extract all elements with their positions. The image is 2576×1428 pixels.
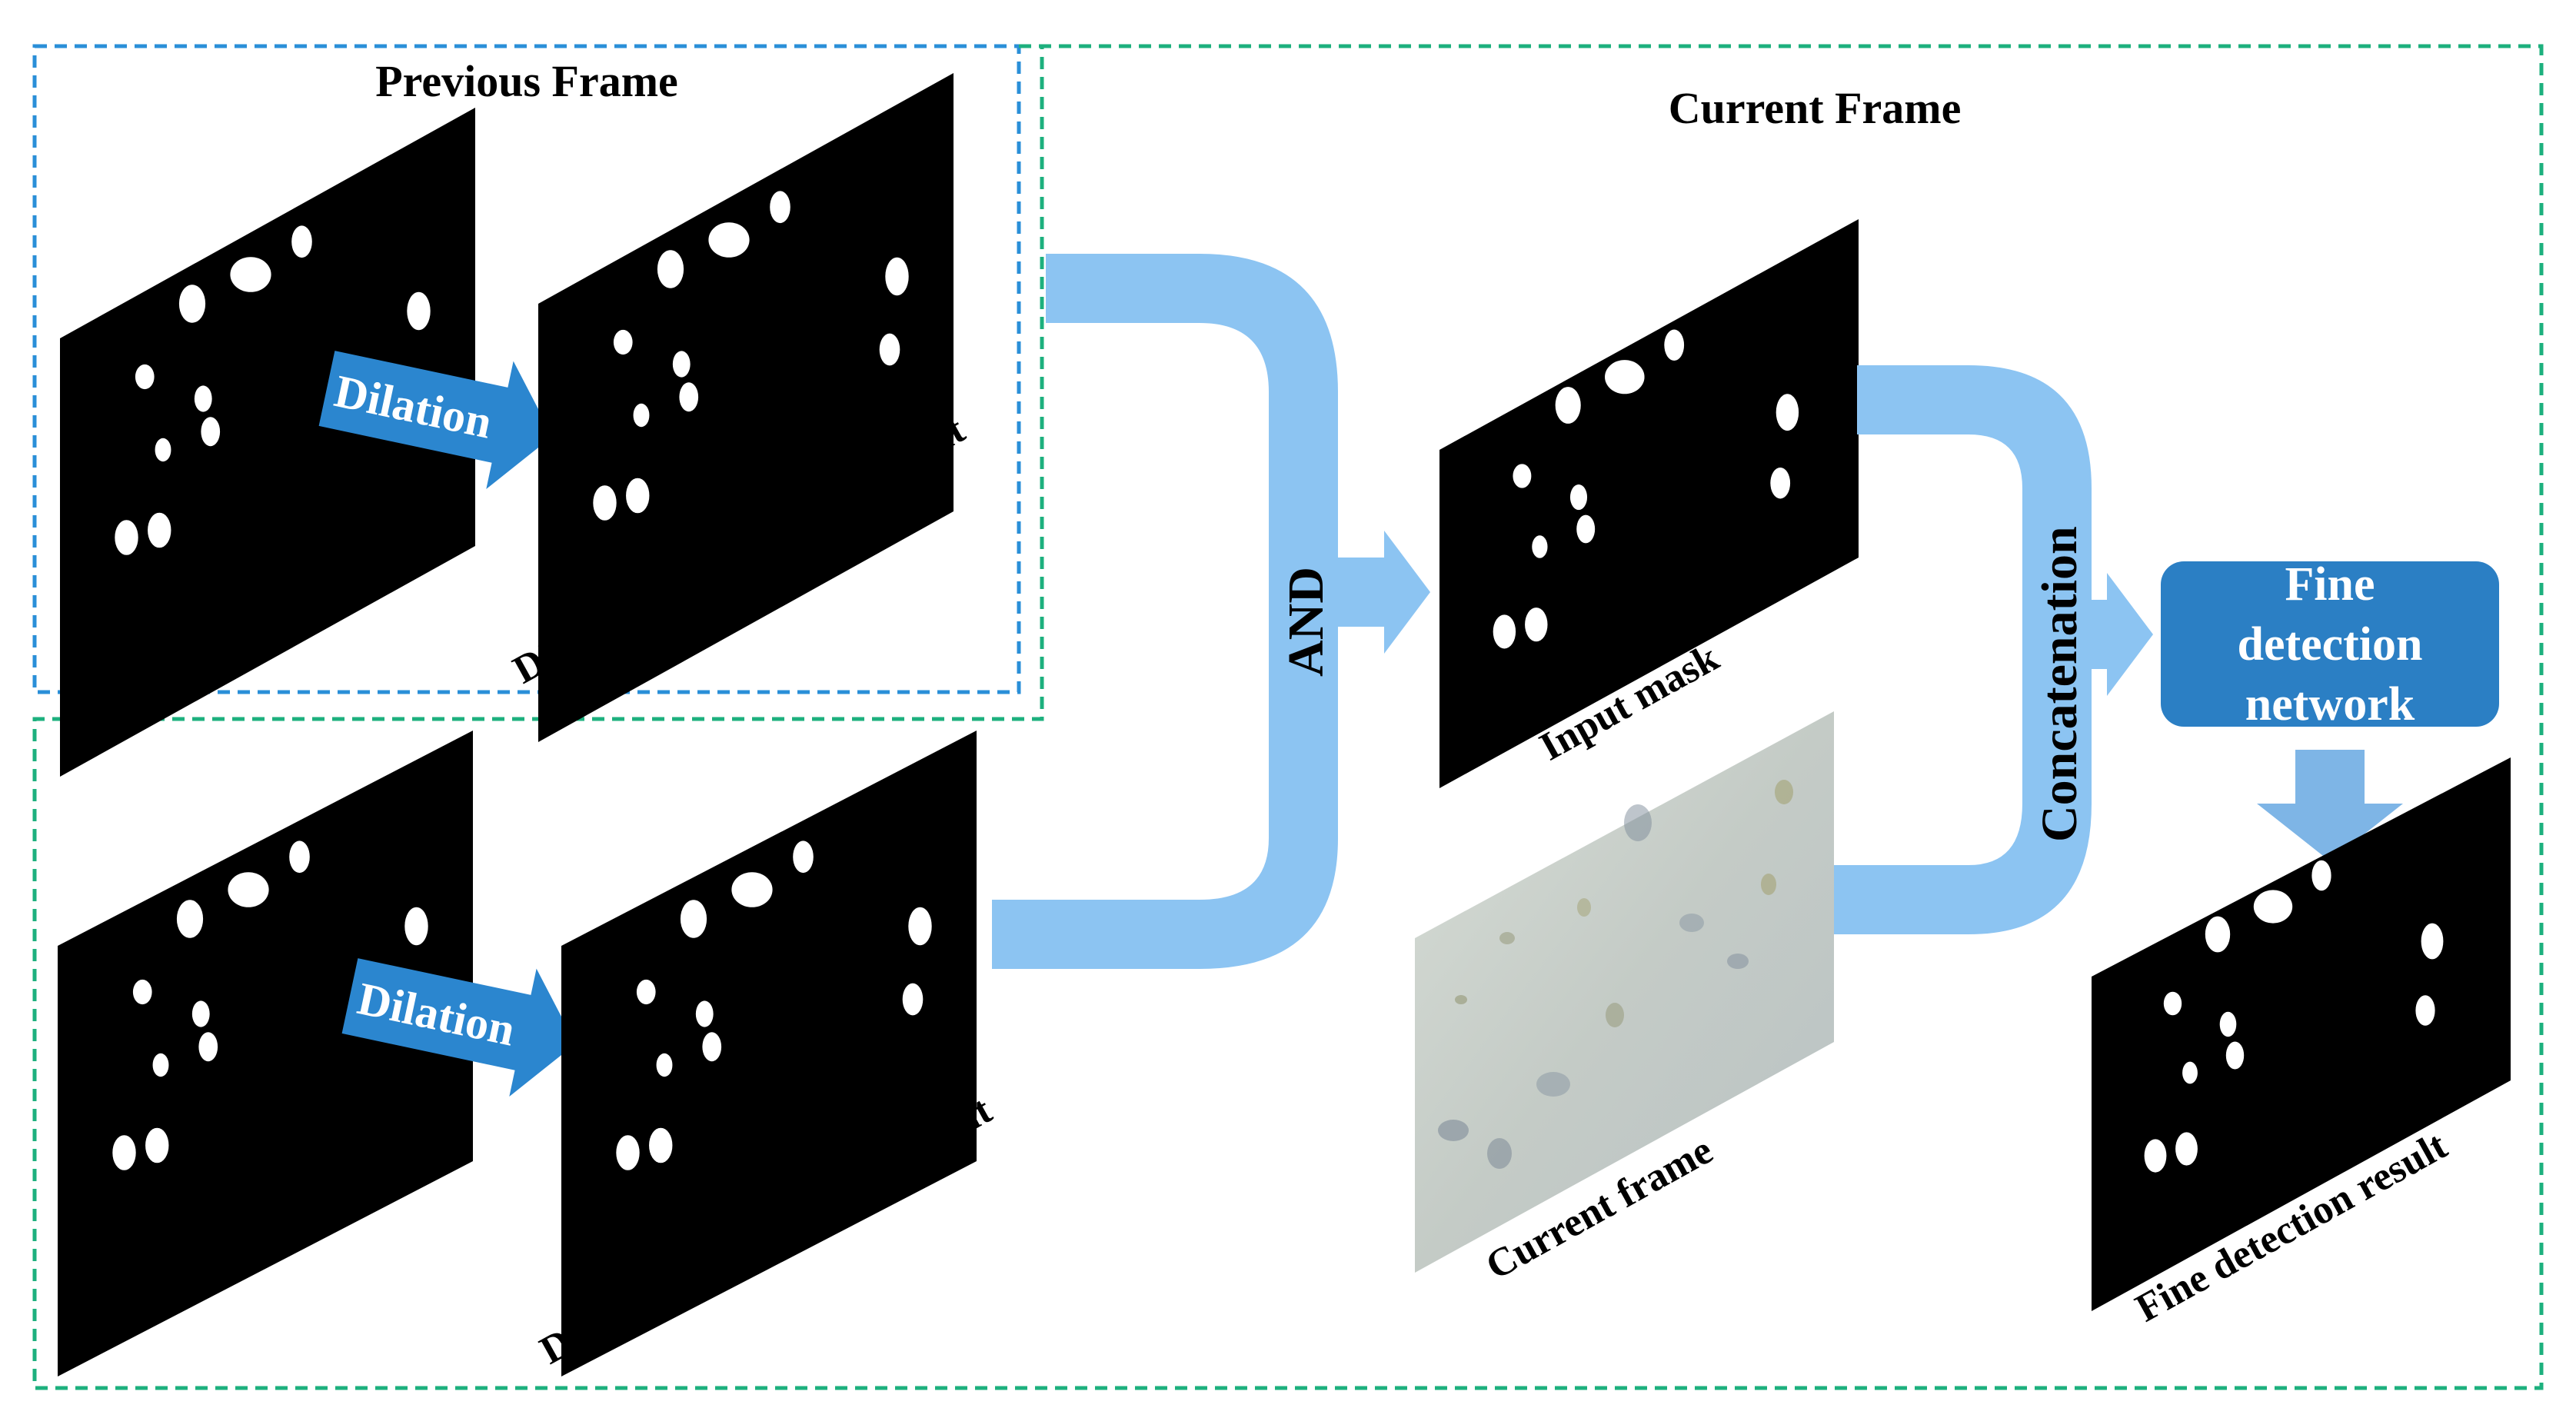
previous-frame-box xyxy=(32,44,1021,694)
concatenation-arrow xyxy=(1834,365,2092,934)
current-frame-title: Current Frame xyxy=(1669,83,1962,133)
previous-rough-mask xyxy=(60,108,475,777)
fine-detection-network-box xyxy=(2161,561,2499,727)
input-mask xyxy=(1439,219,1859,788)
network-label-line-3: network xyxy=(2245,678,2415,731)
network-output-arrow xyxy=(2257,750,2403,861)
and-output-arrow xyxy=(1338,531,1430,654)
previous-frame-title: Previous Frame xyxy=(375,56,678,106)
current-rough-mask xyxy=(58,731,473,1376)
network-label-line-2: detection xyxy=(2237,618,2422,671)
fine-detection-mask xyxy=(2092,757,2511,1311)
current-dilated-mask xyxy=(561,731,977,1376)
network-label-line-1: Fine xyxy=(2285,558,2375,611)
previous-dilated-mask xyxy=(538,73,954,742)
concatenation-label: Concatenation xyxy=(2032,526,2088,842)
current-frame-micrograph xyxy=(1415,711,1834,1273)
concatenation-output-arrow xyxy=(2092,573,2153,696)
and-merge-arrow xyxy=(992,254,1338,969)
current-frame-box xyxy=(32,44,2544,1390)
and-label: AND xyxy=(1278,567,1334,677)
